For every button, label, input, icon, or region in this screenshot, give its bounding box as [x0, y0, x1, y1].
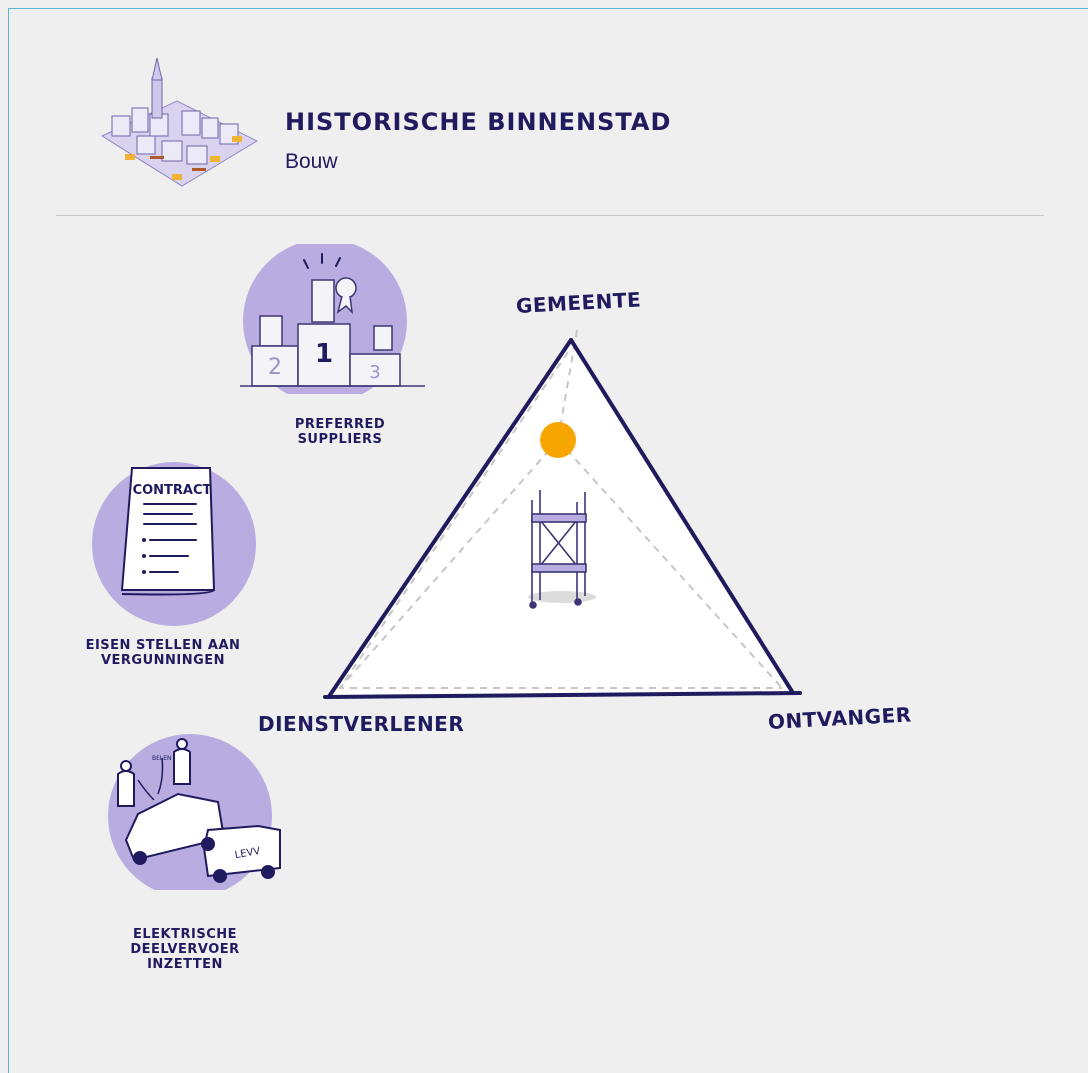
header-divider: [56, 215, 1044, 216]
caption-line: SUPPLIERS: [297, 432, 383, 447]
shared-vans-icon: BELEN LEVV: [108, 734, 281, 890]
caption-line: ELEKTRISCHE: [133, 927, 237, 942]
caption-line: PREFERRED: [294, 417, 386, 432]
van-share-label: BELEN: [152, 755, 172, 762]
page-title: HISTORISCHE BINNENSTAD: [285, 108, 672, 136]
caption-line: INZETTEN: [147, 957, 223, 972]
triangle-outline: [323, 338, 802, 699]
contract-icon: CONTRACT: [92, 462, 256, 626]
page-subtitle: Bouw: [285, 150, 338, 173]
measure-caption-preferred-suppliers: PREFERRED SUPPLIERS: [290, 417, 390, 447]
podium-third-place: 3: [369, 362, 380, 383]
stakeholder-dienstverlener: DIENSTVERLENER: [258, 712, 465, 736]
podium-second-place: 2: [268, 355, 282, 380]
measure-caption-elektrische-deelvervoer: ELEKTRISCHE DEELVERVOER INZETTEN: [130, 927, 240, 972]
caption-line: EISEN STELLEN AAN: [85, 638, 241, 653]
caption-line: VERGUNNINGEN: [100, 653, 226, 668]
page-frame: [8, 8, 1088, 1073]
triangle-inner-dashes: [338, 329, 783, 689]
measure-caption-eisen-stellen: EISEN STELLEN AAN VERGUNNINGEN: [78, 638, 248, 668]
historic-city-icon: [100, 57, 259, 187]
truck-label: LEVV: [234, 846, 261, 861]
scaffold-icon: [528, 490, 596, 609]
caption-line: DEELVERVOER: [130, 942, 240, 957]
podium-first-place: 1: [315, 339, 333, 369]
contract-title: CONTRACT: [133, 483, 212, 498]
podium-icon: 2 1 3: [240, 244, 425, 394]
position-indicator: [540, 422, 576, 458]
